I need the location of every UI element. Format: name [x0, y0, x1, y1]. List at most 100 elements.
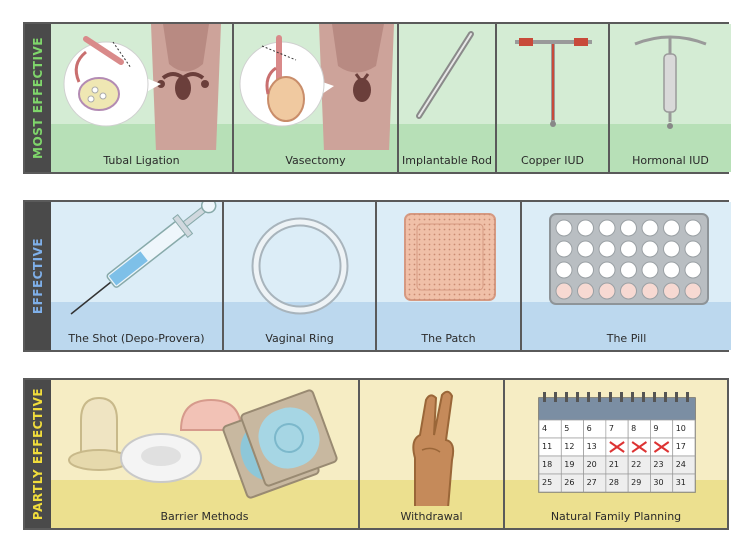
method-vasectomy: Vasectomy: [234, 24, 399, 172]
pill: [620, 219, 637, 237]
tier-label: PARTLY EFFECTIVE: [31, 387, 45, 521]
method-label: The Patch: [377, 328, 520, 350]
method-label: Vaginal Ring: [224, 328, 375, 350]
crossed-fingers-icon: [360, 380, 503, 508]
pill: [663, 219, 680, 237]
calendar-day: 12: [564, 442, 574, 451]
tier-effective: EFFECTIVE The Shot (Depo-Provera): [23, 200, 731, 352]
pill: [577, 240, 594, 258]
method-label: Tubal Ligation: [51, 150, 232, 172]
pill: [598, 261, 616, 279]
method-hormonal-iud: Hormonal IUD: [610, 24, 731, 172]
calendar-day: 6: [587, 424, 592, 433]
pill: [620, 282, 637, 300]
calendar-day: 21: [609, 460, 619, 469]
pill: [577, 282, 594, 300]
tier-label: MOST EFFECTIVE: [31, 37, 45, 159]
method-label: Hormonal IUD: [610, 150, 731, 172]
binder-ring: [543, 392, 546, 402]
binder-ring: [642, 392, 645, 402]
pill: [641, 240, 659, 258]
cross-mark-icon: [631, 441, 648, 453]
pill: [555, 219, 573, 237]
pill: [684, 219, 702, 237]
tier-side-bar: MOST EFFECTIVE: [25, 24, 51, 172]
method-label: Vasectomy: [234, 150, 397, 172]
pill: [663, 282, 680, 300]
pill: [684, 261, 702, 279]
pill: [620, 240, 637, 258]
pill: [684, 282, 702, 300]
method-label: The Shot (Depo-Provera): [51, 328, 222, 350]
binder-ring: [653, 392, 656, 402]
cross-mark-icon: [609, 441, 625, 453]
calendar-day: 10: [676, 424, 686, 433]
method-the-shot: The Shot (Depo-Provera): [51, 202, 224, 350]
pill: [598, 219, 616, 237]
tubal-ligation-illustration: [51, 24, 232, 152]
binder-ring: [686, 392, 689, 402]
pill: [555, 240, 573, 258]
binder-ring: [664, 392, 667, 402]
method-copper-iud: Copper IUD: [497, 24, 610, 172]
binder-ring: [576, 392, 579, 402]
pill: [620, 261, 637, 279]
binder-ring: [598, 392, 601, 402]
calendar-day: 7: [609, 424, 614, 433]
binder-ring: [554, 392, 557, 402]
method-withdrawal: Withdrawal: [360, 380, 505, 528]
method-label: Implantable Rod: [399, 150, 495, 172]
method-vaginal-ring: Vaginal Ring: [224, 202, 377, 350]
binder-ring: [587, 392, 590, 402]
binder-ring: [631, 392, 634, 402]
calendar-day: 31: [676, 478, 686, 487]
pill: [641, 261, 659, 279]
pill: [598, 240, 616, 258]
calendar-day: 22: [631, 460, 641, 469]
method-label: Withdrawal: [360, 506, 503, 528]
ring-illustration: [224, 202, 375, 330]
binder-ring: [609, 392, 612, 402]
calendar-day: 17: [676, 442, 686, 451]
calendar-day: 29: [631, 478, 641, 487]
syringe-illustration: [51, 202, 222, 330]
calendar-day: 28: [609, 478, 619, 487]
patch-illustration: [377, 202, 520, 330]
cross-mark-icon: [653, 441, 670, 453]
calendar-day: 4: [542, 424, 547, 433]
calendar-day: 9: [653, 424, 658, 433]
method-the-patch: The Patch: [377, 202, 522, 350]
calendar-day: 19: [564, 460, 574, 469]
barrier-methods-illustration: [51, 380, 358, 508]
method-tubal-ligation: Tubal Ligation: [51, 24, 234, 172]
method-label: Natural Family Planning: [505, 506, 727, 528]
method-the-pill: The Pill: [522, 202, 731, 350]
calendar-day: 25: [542, 478, 552, 487]
implantable-rod-illustration: [399, 24, 495, 152]
pill: [598, 282, 616, 300]
tier-side-bar: PARTLY EFFECTIVE: [25, 380, 51, 528]
calendar-day: 18: [542, 460, 552, 469]
calendar-day: 27: [587, 478, 597, 487]
method-label: The Pill: [522, 328, 731, 350]
calendar-day: 20: [587, 460, 597, 469]
calendar-day: 23: [653, 460, 663, 469]
calendar-day: 8: [631, 424, 636, 433]
pill: [555, 282, 573, 300]
copper-iud-illustration: [497, 24, 608, 152]
tier-partly-effective: PARTLY EFFECTIVE: [23, 378, 729, 530]
calendar-day: 30: [653, 478, 663, 487]
calendar-day: 11: [542, 442, 552, 451]
binder-ring: [620, 392, 623, 402]
calendar-day: 24: [676, 460, 686, 469]
pill: [641, 219, 659, 237]
binder-ring: [675, 392, 678, 402]
calendar-day: 26: [564, 478, 574, 487]
pill: [663, 261, 680, 279]
binder-ring: [565, 392, 568, 402]
method-barrier-methods: Barrier Methods: [51, 380, 360, 528]
pill: [663, 240, 680, 258]
calendar-day: 5: [564, 424, 569, 433]
